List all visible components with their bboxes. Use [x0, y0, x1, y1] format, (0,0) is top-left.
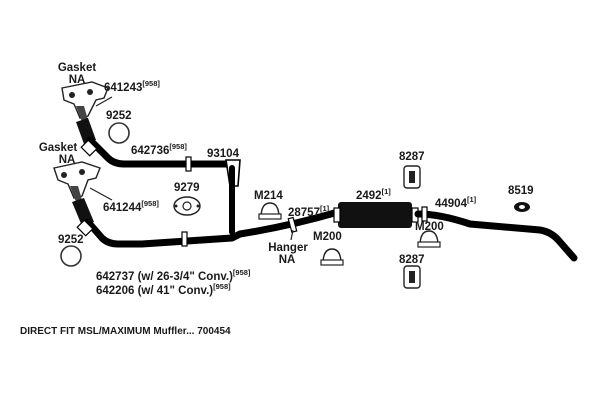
hanger-8287-bottom: [403, 265, 421, 289]
muffler-2492: [333, 202, 419, 228]
gasket-ring-9252-bottom: [60, 245, 82, 267]
clamp-642736-b: [185, 156, 192, 172]
label-28757: 28757[1]: [288, 204, 330, 219]
label-641244: 641244[958]: [103, 199, 159, 214]
clamp-28757: [287, 216, 298, 234]
label-44904: 44904[1]: [435, 195, 477, 210]
caption: DIRECT FIT MSL/MAXIMUM Muffler... 700454: [20, 326, 231, 337]
label-641243: 641243[958]: [104, 79, 160, 94]
clamp-642736-a: [80, 139, 98, 157]
front-pipe-642736: [86, 136, 234, 168]
label-642737: 642737 (w/ 26-3/4" Conv.)[958]: [96, 268, 251, 283]
u-bolt-clamp-m214: [258, 202, 282, 220]
gasket-ring-9252-top: [108, 122, 130, 144]
label-9252-top: 9252: [106, 110, 132, 122]
label-642206: 642206 (w/ 41" Conv.)[958]: [96, 282, 231, 297]
hanger-8519: [514, 202, 530, 212]
clamp-y-pipe-a: [181, 231, 188, 247]
label-2492: 2492[1]: [356, 187, 391, 202]
label-9252-bottom: 9252: [58, 234, 84, 246]
label-na-hanger: NA: [279, 254, 296, 266]
label-m200-left: M200: [313, 231, 342, 243]
clamp-tailpipe: [421, 206, 428, 222]
u-bolt-clamp-m200-left: [320, 248, 344, 266]
label-8519: 8519: [508, 185, 534, 197]
label-8287-top: 8287: [399, 151, 425, 163]
tailpipe-44904: [414, 210, 578, 262]
label-642736: 642736[958]: [131, 142, 187, 157]
label-na-mid: NA: [59, 154, 76, 166]
label-gasket-mid: Gasket: [39, 142, 78, 154]
label-hanger: Hanger: [268, 242, 308, 254]
hanger-8287-top: [403, 165, 421, 189]
gasket-9279: [173, 196, 201, 216]
leader-641243: [95, 96, 113, 107]
manifold-upper: [61, 81, 109, 122]
clamp-y-pipe-b: [76, 219, 94, 237]
label-8287-bottom: 8287: [399, 254, 425, 266]
y-pipe-642737: [84, 208, 342, 248]
label-m214: M214: [254, 190, 283, 202]
manifold-lower: [53, 161, 101, 202]
label-gasket-top: Gasket: [58, 62, 97, 74]
leader-641244: [89, 187, 113, 201]
label-9279: 9279: [174, 182, 200, 194]
label-m200-right: M200: [415, 221, 444, 233]
u-bolt-clamp-m200-right: [417, 230, 441, 248]
label-na-top: NA: [69, 74, 86, 86]
leader-hanger: [290, 229, 294, 241]
label-93104: 93104: [207, 148, 240, 160]
